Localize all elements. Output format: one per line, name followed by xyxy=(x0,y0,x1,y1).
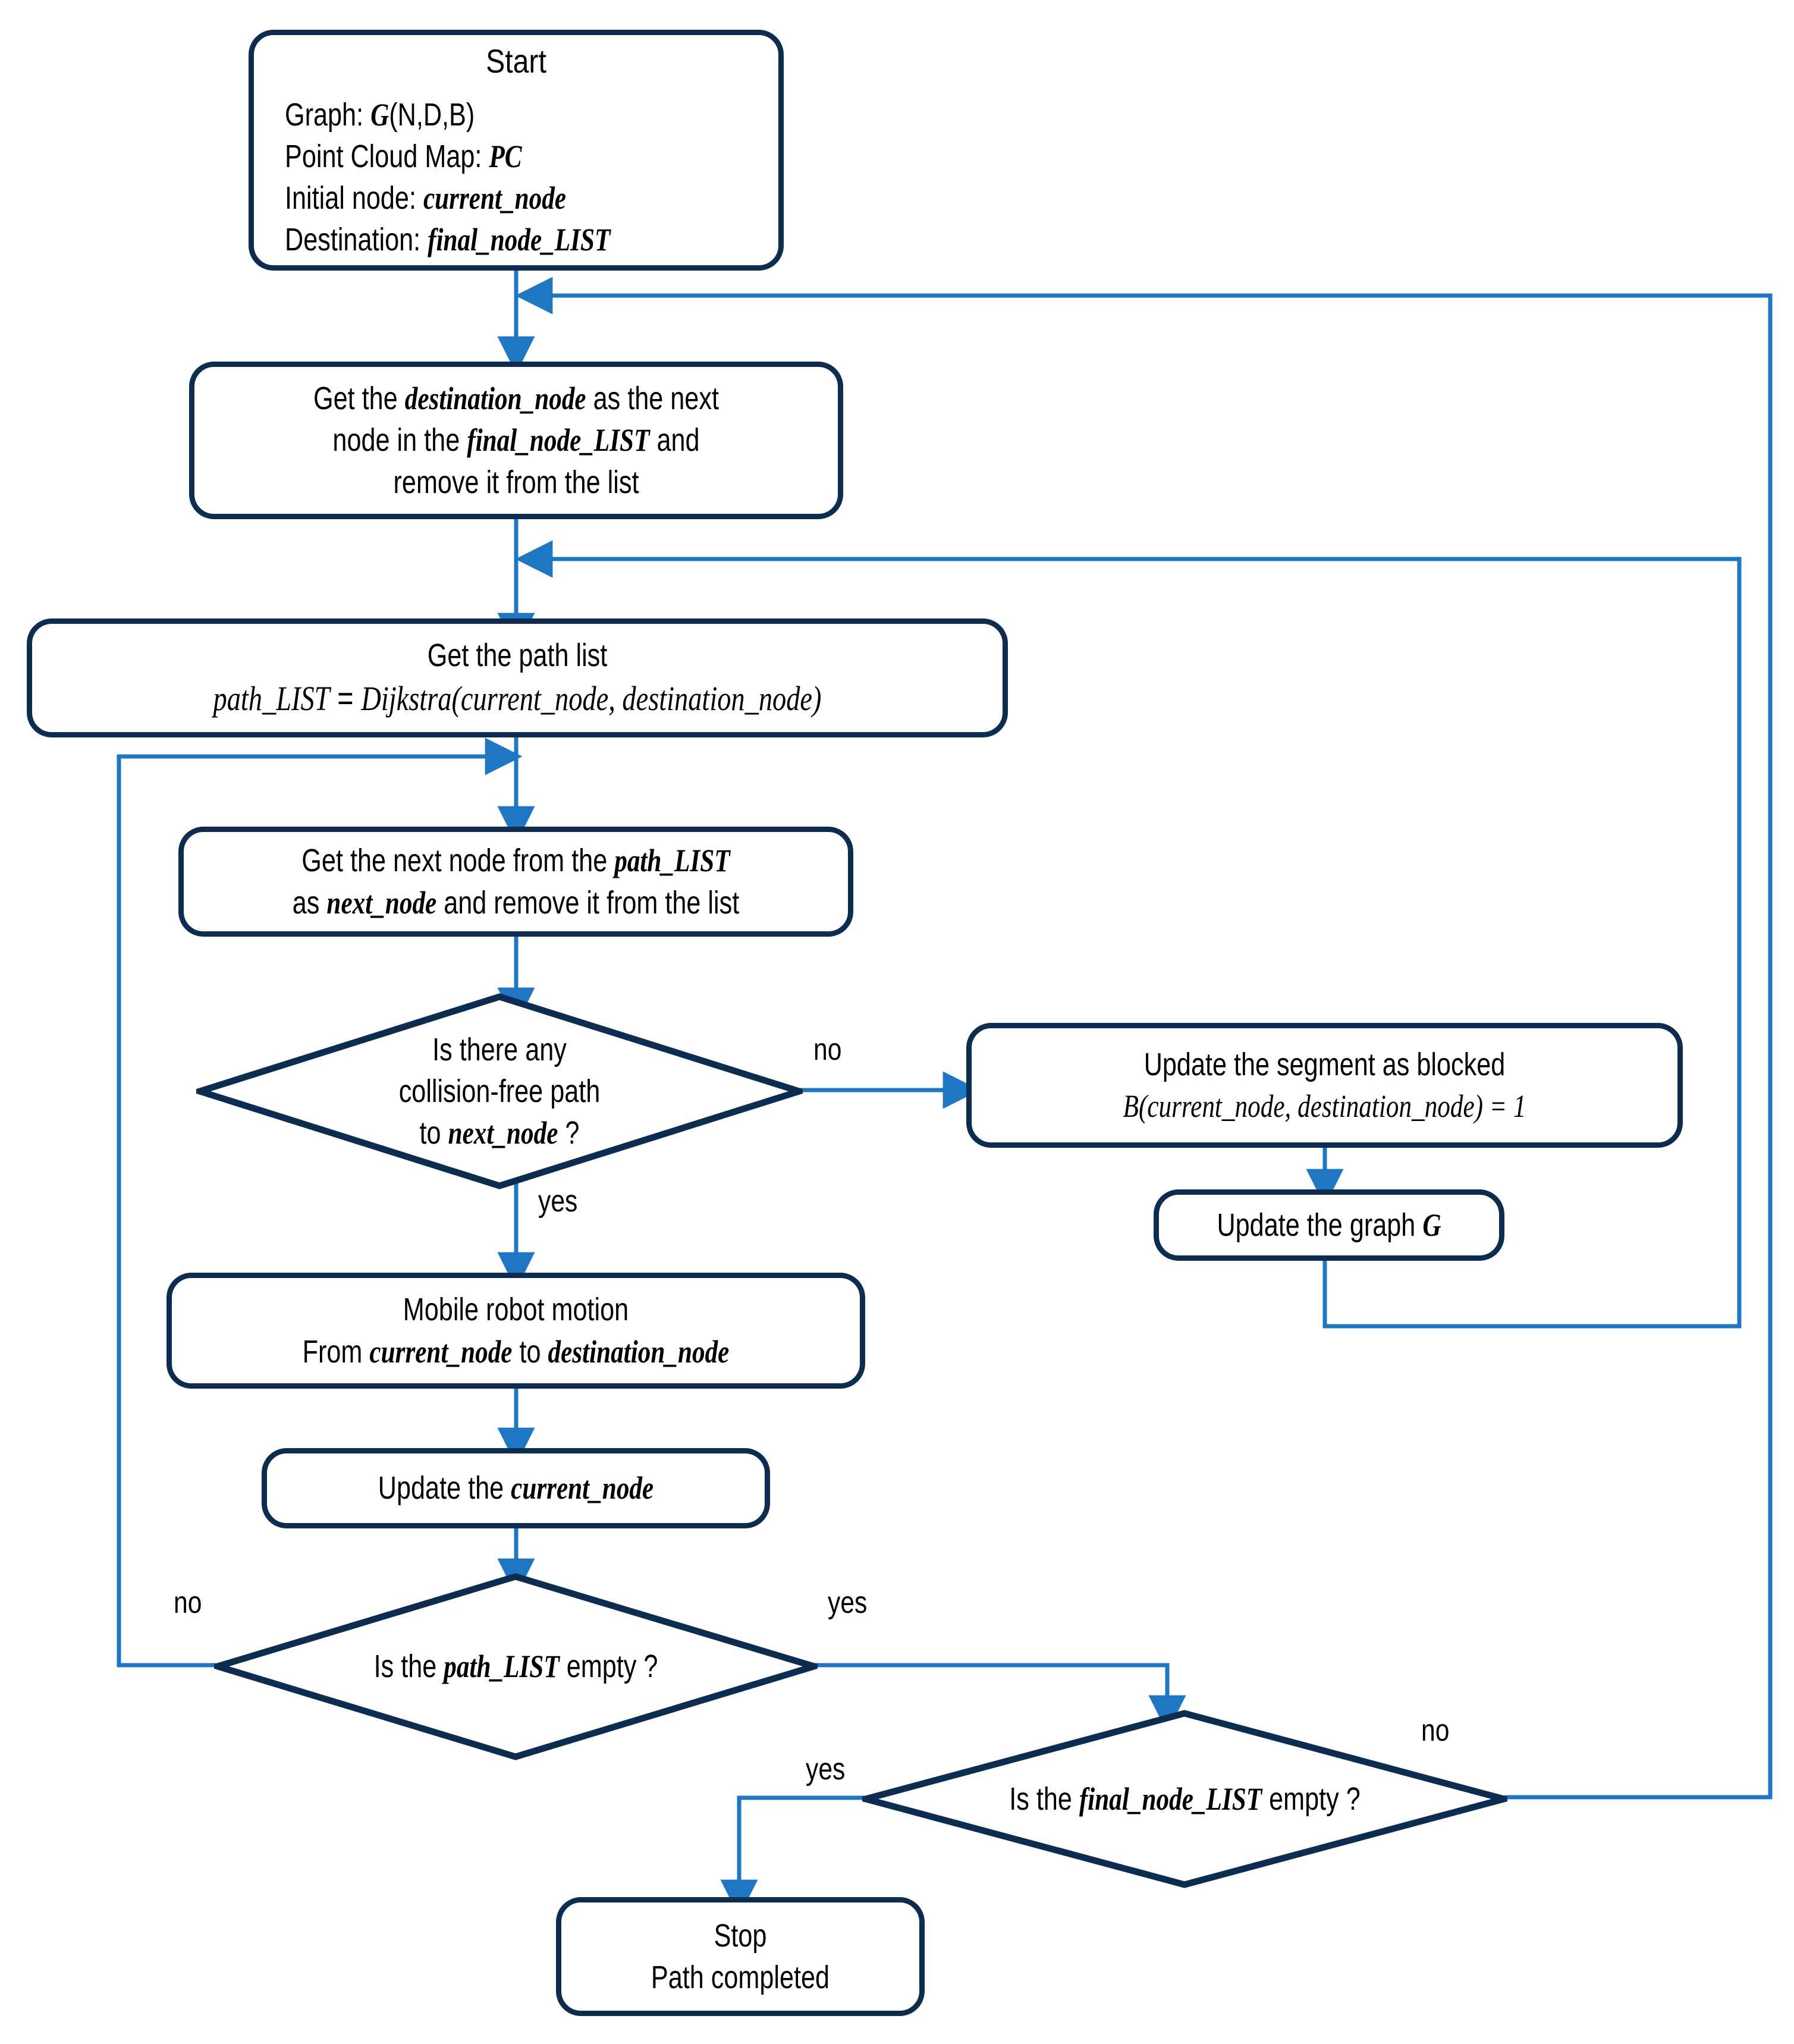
start-line-destination: Destination: final_node_LIST xyxy=(285,222,611,258)
current-node-var: current_node xyxy=(511,1470,654,1506)
node-start[interactable]: Start Graph: G(N,D,B) Point Cloud Map: P… xyxy=(249,30,784,271)
destination-node-var: destination_node xyxy=(622,679,813,718)
current-node-var: current_node xyxy=(423,180,566,216)
next-node-var: next_node xyxy=(448,1115,558,1151)
current-node-var: current_node xyxy=(1147,1088,1285,1124)
node-stop[interactable]: Stop Path completed xyxy=(556,1897,925,2016)
start-line-graph: Graph: G(N,D,B) xyxy=(285,96,475,133)
destination-node-var: destination_node xyxy=(404,381,586,417)
graph-symbol: G xyxy=(370,96,389,133)
path-list-var: path_LIST xyxy=(614,843,730,879)
node-get-destination[interactable]: Get the destination_node as the next nod… xyxy=(189,362,843,519)
node-final-list-empty-check[interactable]: Is the final_node_LIST empty ? xyxy=(862,1710,1507,1888)
node-path-list-empty-check[interactable]: Is the path_LIST empty ? xyxy=(214,1573,818,1760)
start-line-pointcloud: Point Cloud Map: PC xyxy=(285,138,522,174)
final-node-list-var: final_node_LIST xyxy=(1079,1781,1262,1817)
node-update-current-node[interactable]: Update the current_node xyxy=(262,1448,770,1528)
collision-line2: collision-free path xyxy=(398,1073,601,1109)
edge-pathempty-yes xyxy=(815,1663,1186,1733)
getpath-formula: path_LIST = Dijkstra(current_node, desti… xyxy=(213,679,822,718)
edge-label-finalempty-yes: yes xyxy=(806,1752,846,1786)
blocked-matrix-symbol: B xyxy=(1123,1088,1139,1124)
edge-label-collision-yes: yes xyxy=(538,1184,578,1219)
path-list-var: path_LIST xyxy=(213,679,330,718)
final-empty-label: Is the final_node_LIST empty ? xyxy=(862,1710,1507,1888)
edge-label-finalempty-no: no xyxy=(1421,1713,1450,1748)
node-mobile-robot-motion[interactable]: Mobile robot motion From current_node to… xyxy=(166,1273,865,1389)
motion-line1: Mobile robot motion xyxy=(403,1292,629,1328)
path-list-var: path_LIST xyxy=(444,1649,560,1685)
start-line-initialnode: Initial node: current_node xyxy=(285,180,566,216)
node-get-next-node[interactable]: Get the next node from the path_LIST as … xyxy=(178,827,853,937)
blocked-formula: B(current_node, destination_node) = 1 xyxy=(1123,1088,1526,1124)
current-node-var: current_node xyxy=(460,679,609,718)
diamond-shape xyxy=(862,1710,1507,1888)
next-node-var: next_node xyxy=(326,884,437,921)
edge-pathempty-no-loop xyxy=(117,737,523,1668)
getdest-line2: node in the final_node_LIST and xyxy=(332,422,700,459)
edge-label-pathempty-yes: yes xyxy=(828,1585,868,1620)
edge-label-pathempty-no: no xyxy=(174,1585,202,1620)
blocked-line1: Update the segment as blocked xyxy=(1143,1046,1506,1082)
node-update-blocked-segment[interactable]: Update the segment as blocked B(current_… xyxy=(966,1023,1683,1148)
updategraph-line: Update the graph G xyxy=(1217,1207,1441,1243)
edge-finalempty-yes xyxy=(720,1795,865,1917)
path-empty-label: Is the path_LIST empty ? xyxy=(214,1573,818,1760)
stop-line2: Path completed xyxy=(651,1960,830,1995)
getnext-line2: as next_node and remove it from the list xyxy=(292,884,740,921)
stop-line1: Stop xyxy=(714,1917,767,1954)
getdest-line3: remove it from the list xyxy=(393,464,639,500)
getnext-line1: Get the next node from the path_LIST xyxy=(301,843,730,879)
edge-finalempty-no-loop xyxy=(515,277,1773,1800)
pointcloud-symbol: PC xyxy=(489,138,522,174)
node-collision-check[interactable]: Is there any collision-free path to next… xyxy=(196,993,803,1189)
graph-symbol: G xyxy=(1422,1207,1441,1243)
collision-line1: Is there any xyxy=(432,1031,567,1067)
updatecur-line: Update the current_node xyxy=(378,1470,654,1506)
node-update-graph[interactable]: Update the graph G xyxy=(1154,1189,1504,1261)
dijkstra-fn: Dijkstra xyxy=(361,679,452,718)
start-title: Start xyxy=(486,42,546,80)
getpath-line1: Get the path list xyxy=(427,638,608,674)
edge-label-collision-no: no xyxy=(813,1032,842,1067)
diamond-shape xyxy=(214,1573,818,1760)
finalempty-line: Is the final_node_LIST empty ? xyxy=(1009,1781,1361,1817)
motion-line2: From current_node to destination_node xyxy=(302,1333,730,1370)
destination-node-var: destination_node xyxy=(1297,1088,1475,1124)
edge-updategraph-loop xyxy=(515,540,1742,1329)
final-node-list-var: final_node_LIST xyxy=(428,222,611,258)
getdest-line1: Get the destination_node as the next xyxy=(313,381,719,417)
current-node-var: current_node xyxy=(369,1333,513,1370)
destination-node-var: destination_node xyxy=(548,1333,730,1370)
diamond-shape xyxy=(196,993,803,1189)
final-node-list-var: final_node_LIST xyxy=(467,422,650,459)
pathempty-line: Is the path_LIST empty ? xyxy=(373,1649,658,1685)
collision-line3: to next_node ? xyxy=(419,1115,580,1151)
node-get-path-list[interactable]: Get the path list path_LIST = Dijkstra(c… xyxy=(27,618,1008,737)
collision-check-label: Is there any collision-free path to next… xyxy=(196,993,803,1189)
